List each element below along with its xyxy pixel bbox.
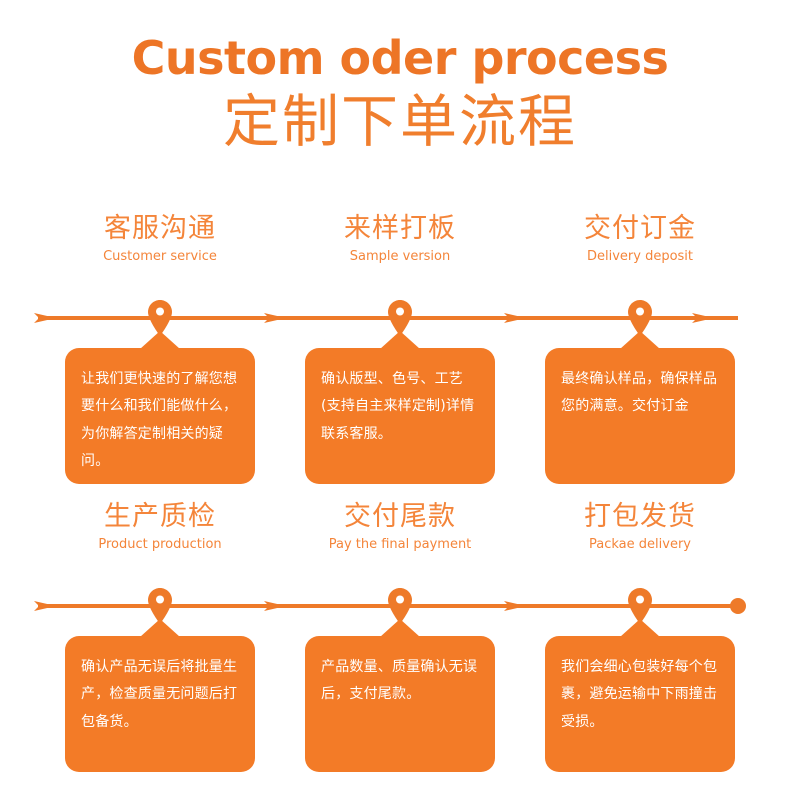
step-heading-1: 客服沟通 Customer service <box>60 214 260 264</box>
row-1-timeline <box>0 295 800 341</box>
map-pin-icon <box>387 587 413 625</box>
row-2-timeline <box>0 583 800 629</box>
arrow-right-icon <box>262 305 288 331</box>
step-heading-4: 生产质检 Product production <box>60 502 260 552</box>
arrow-right-icon <box>690 305 716 331</box>
step-heading-6-cn: 打包发货 <box>584 501 696 532</box>
timeline-end-dot <box>730 598 746 614</box>
page-title: Custom oder process 定制下单流程 <box>0 34 800 157</box>
step-description-text: 确认版型、色号、工艺(支持自主来样定制)详情联系客服。 <box>321 371 475 442</box>
step-description-card: 确认版型、色号、工艺(支持自主来样定制)详情联系客服。 <box>305 331 495 484</box>
step-description-text: 确认产品无误后将批量生产，检查质量无问题后打包备货。 <box>81 659 238 730</box>
step-heading-2-en: Sample version <box>349 248 451 264</box>
step-heading-2-cn: 来样打板 <box>344 213 456 244</box>
arrow-right-icon <box>262 593 288 619</box>
step-heading-5-cn: 交付尾款 <box>344 501 456 532</box>
step-heading-2: 来样打板 Sample version <box>300 214 500 264</box>
step-heading-5-en: Pay the final payment <box>328 536 472 552</box>
step-description-text: 我们会细心包装好每个包裹，避免运输中下雨撞击受损。 <box>561 659 718 730</box>
step-heading-1-cn: 客服沟通 <box>104 213 216 244</box>
step-description-card: 确认产品无误后将批量生产，检查质量无问题后打包备货。 <box>65 619 255 772</box>
step-description-card: 让我们更快速的了解您想要什么和我们能做什么，为你解答定制相关的疑问。 <box>65 331 255 484</box>
map-pin-icon <box>147 299 173 337</box>
step-heading-3: 交付订金 Delivery deposit <box>540 214 740 264</box>
step-heading-6: 打包发货 Packae delivery <box>540 502 740 552</box>
title-english: Custom oder process <box>131 31 669 85</box>
arrow-right-icon <box>502 593 528 619</box>
step-heading-6-en: Packae delivery <box>589 536 691 552</box>
map-pin-icon <box>627 299 653 337</box>
step-description-text: 让我们更快速的了解您想要什么和我们能做什么，为你解答定制相关的疑问。 <box>81 371 238 469</box>
map-pin-icon <box>387 299 413 337</box>
process-row-2: 生产质检 Product production 交付尾款 Pay the fin… <box>0 488 800 772</box>
arrow-right-icon <box>502 305 528 331</box>
map-pin-icon <box>627 587 653 625</box>
arrow-right-icon <box>32 593 58 619</box>
step-heading-1-en: Customer service <box>103 248 217 264</box>
map-pin-icon <box>147 587 173 625</box>
step-description-text: 最终确认样品，确保样品您的满意。交付订金 <box>561 371 718 415</box>
step-heading-3-en: Delivery deposit <box>586 248 694 264</box>
step-description-text: 产品数量、质量确认无误后，支付尾款。 <box>321 659 478 703</box>
step-heading-5: 交付尾款 Pay the final payment <box>300 502 500 552</box>
step-description-card: 最终确认样品，确保样品您的满意。交付订金 <box>545 331 735 484</box>
arrow-right-icon <box>32 305 58 331</box>
row-2-headings: 生产质检 Product production 交付尾款 Pay the fin… <box>0 488 800 578</box>
step-description-card: 产品数量、质量确认无误后，支付尾款。 <box>305 619 495 772</box>
title-chinese: 定制下单流程 <box>223 89 577 156</box>
step-heading-3-cn: 交付订金 <box>584 213 696 244</box>
timeline-line <box>38 316 738 320</box>
process-row-1: 客服沟通 Customer service 来样打板 Sample versio… <box>0 200 800 484</box>
row-1-headings: 客服沟通 Customer service 来样打板 Sample versio… <box>0 200 800 290</box>
timeline-line <box>38 604 738 608</box>
step-heading-4-cn: 生产质检 <box>104 501 216 532</box>
step-description-card: 我们会细心包装好每个包裹，避免运输中下雨撞击受损。 <box>545 619 735 772</box>
step-heading-4-en: Product production <box>98 536 222 552</box>
